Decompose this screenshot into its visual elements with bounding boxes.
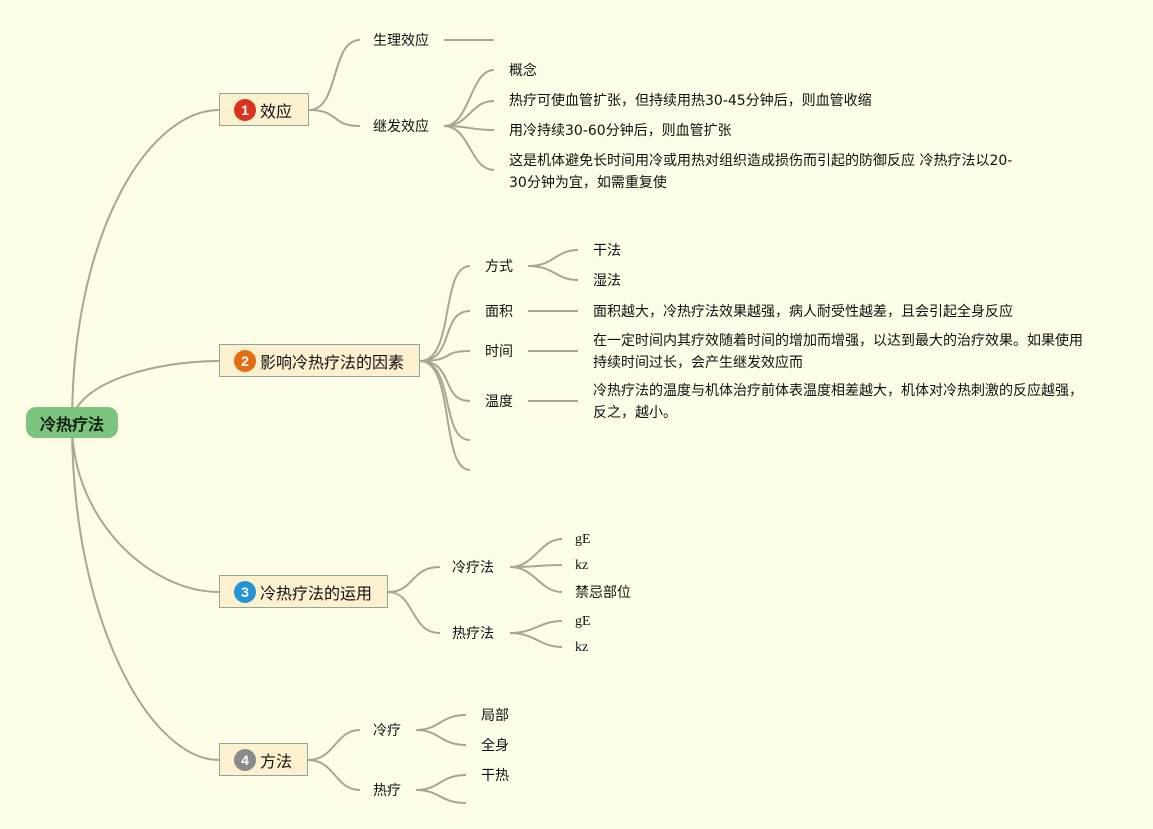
cold-method-item[interactable]: 全身 (481, 738, 509, 754)
time-description[interactable]: 在一定时间内其疗效随着时间的增加而增强，以达到最大的治疗效果。如果使用持续时间过… (593, 333, 1083, 371)
cold-method-item[interactable]: 局部 (481, 708, 509, 724)
subtopic-heat[interactable]: 热疗 (373, 783, 401, 799)
subtopic-mode[interactable]: 方式 (485, 259, 513, 275)
number-marker-icon: 4 (234, 748, 256, 771)
heat-method-item[interactable]: 干热 (481, 768, 509, 784)
topic-methods-label: 方法 (260, 751, 293, 771)
area-description[interactable]: 面积越大，冷热疗法效果越强，病人耐受性越差，且会引起全身反应 (593, 304, 1013, 320)
subtopic-secondary-effect[interactable]: 继发效应 (373, 119, 429, 135)
subtopic-cold-therapy[interactable]: 冷疗法 (452, 560, 494, 576)
heat-therapy-item[interactable]: kz (575, 640, 589, 655)
number-marker-icon: 3 (234, 580, 256, 603)
topic-application-label: 冷热疗法的运用 (260, 583, 373, 603)
root-topic-label: 冷热疗法 (39, 414, 104, 434)
secondary-item[interactable]: 热疗可使血管扩张，但持续用热30-45分钟后，则血管收缩 (509, 93, 872, 109)
cold-therapy-item[interactable]: gE (575, 532, 591, 547)
topic-factors[interactable]: 2 影响冷热疗法的因素 (219, 344, 420, 377)
mode-item[interactable]: 湿法 (593, 273, 621, 289)
subtopic-area[interactable]: 面积 (485, 304, 513, 320)
topic-factors-label: 影响冷热疗法的因素 (260, 352, 405, 372)
heat-therapy-item[interactable]: gE (575, 614, 591, 629)
number-marker-icon: 2 (234, 349, 256, 372)
secondary-item[interactable]: 用冷持续30-60分钟后，则血管扩张 (509, 123, 732, 139)
subtopic-heat-therapy[interactable]: 热疗法 (452, 626, 494, 642)
secondary-item[interactable]: 概念 (509, 63, 537, 79)
cold-therapy-item[interactable]: 禁忌部位 (575, 585, 631, 601)
subtopic-physiological-effect[interactable]: 生理效应 (373, 33, 429, 49)
subtopic-cold[interactable]: 冷疗 (373, 723, 401, 739)
root-topic[interactable]: 冷热疗法 (26, 407, 118, 438)
subtopic-temperature[interactable]: 温度 (485, 394, 513, 410)
topic-methods[interactable]: 4 方法 (219, 743, 308, 776)
subtopic-time[interactable]: 时间 (485, 344, 513, 360)
topic-effects[interactable]: 1 效应 (219, 93, 309, 126)
number-marker-icon: 1 (234, 98, 256, 121)
secondary-item[interactable]: 这是机体避免长时间用冷或用热对组织造成损伤而引起的防御反应 冷热疗法以20-30… (509, 153, 1013, 191)
mode-item[interactable]: 干法 (593, 243, 621, 259)
topic-application[interactable]: 3 冷热疗法的运用 (219, 575, 388, 608)
topic-effects-label: 效应 (260, 101, 293, 121)
cold-therapy-item[interactable]: kz (575, 558, 589, 573)
temperature-description[interactable]: 冷热疗法的温度与机体治疗前体表温度相差越大，机体对冷热刺激的反应越强，反之，越小… (593, 383, 1083, 421)
